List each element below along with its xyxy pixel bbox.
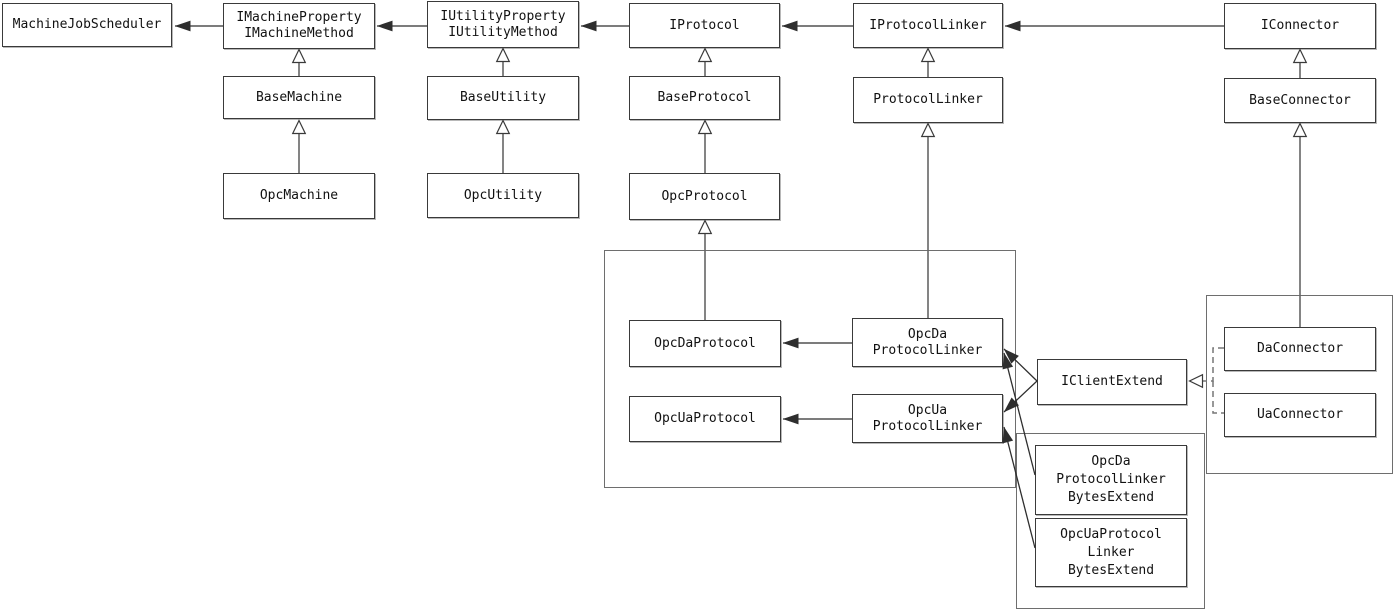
class-label: OpcDaProtocol — [654, 335, 756, 351]
class-label: BaseConnector — [1249, 92, 1351, 108]
class-box-machine-job-scheduler: MachineJobScheduler — [2, 3, 172, 47]
class-label: IClientExtend — [1061, 374, 1163, 389]
class-label: OpcProtocol — [661, 188, 748, 204]
class-label: IUtilityProperty — [440, 8, 566, 24]
class-box-base-machine: BaseMachine — [223, 76, 375, 119]
class-label: BytesExtend — [1067, 490, 1155, 505]
class-box-ua-connector: UaConnector — [1224, 393, 1376, 437]
class-label: DaConnector — [1256, 341, 1344, 356]
class-label: ProtocolLinker — [872, 418, 983, 434]
class-label: OpcDa — [1091, 454, 1131, 469]
class-box-iprotocol: IProtocol — [629, 3, 780, 48]
class-label: Linker — [1087, 544, 1135, 560]
class-label: ProtocolLinker — [872, 342, 983, 358]
class-label: BaseUtility — [459, 90, 547, 105]
class-label: BytesExtend — [1067, 562, 1155, 578]
class-label: OpcUaProtocol — [654, 411, 756, 426]
class-label: IProtocolLinker — [869, 17, 987, 33]
class-label: ProtocolLinker — [873, 92, 983, 107]
class-box-iutility-property-method: IUtilityProperty IUtilityMethod — [427, 1, 579, 48]
class-label: OpcDa — [907, 326, 948, 342]
class-box-base-connector: BaseConnector — [1224, 78, 1376, 123]
class-box-iclient-extend: IClientExtend — [1037, 359, 1187, 405]
class-label: BaseMachine — [255, 89, 343, 105]
class-label: ProtocolLinker — [1056, 472, 1166, 487]
class-box-opc-da-protocol: OpcDaProtocol — [629, 320, 781, 367]
class-box-iprotocol-linker: IProtocolLinker — [853, 3, 1003, 48]
class-box-iconnector: IConnector — [1224, 3, 1376, 49]
class-box-base-utility: BaseUtility — [427, 76, 579, 120]
class-label: UaConnector — [1256, 407, 1344, 422]
class-label: IProtocol — [669, 17, 740, 33]
class-box-opc-utility: OpcUtility — [427, 173, 579, 218]
class-label: OpcUaProtocol — [1060, 526, 1162, 542]
class-box-opc-ua-protocol: OpcUaProtocol — [629, 396, 781, 442]
class-box-opc-ua-protocol-linker-bytes-extend: OpcUaProtocol Linker BytesExtend — [1035, 518, 1187, 587]
group-box-connectors — [1206, 295, 1393, 474]
class-label: OpcUa — [907, 402, 948, 418]
group-box-protocol-implementations — [604, 250, 1016, 488]
class-label: BaseProtocol — [657, 90, 752, 105]
class-box-opc-ua-protocol-linker: OpcUa ProtocolLinker — [852, 394, 1003, 443]
class-box-opc-da-protocol-linker: OpcDa ProtocolLinker — [852, 318, 1003, 367]
class-label: OpcUtility — [463, 187, 543, 203]
class-label: IUtilityMethod — [448, 24, 558, 40]
class-label: IMachineProperty — [236, 10, 362, 25]
class-box-opc-protocol: OpcProtocol — [629, 173, 780, 220]
class-box-protocol-linker: ProtocolLinker — [853, 77, 1003, 123]
class-label: IMachineMethod — [244, 26, 354, 41]
class-label: MachineJobScheduler — [12, 17, 162, 32]
class-box-base-protocol: BaseProtocol — [629, 76, 780, 120]
class-box-opc-da-protocol-linker-bytes-extend: OpcDa ProtocolLinker BytesExtend — [1035, 445, 1187, 515]
class-box-da-connector: DaConnector — [1224, 327, 1376, 371]
class-label: IConnector — [1260, 18, 1340, 33]
class-label: OpcMachine — [259, 188, 339, 203]
class-box-opc-machine: OpcMachine — [223, 173, 375, 219]
class-box-imachine-property-method: IMachineProperty IMachineMethod — [223, 3, 375, 49]
